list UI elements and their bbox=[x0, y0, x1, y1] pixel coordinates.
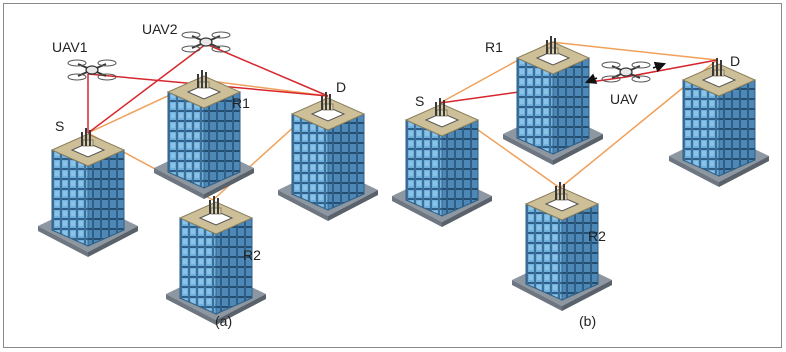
uav2-drone bbox=[181, 31, 231, 53]
label-r1-b: R1 bbox=[485, 39, 503, 55]
building-s-b bbox=[391, 97, 493, 228]
label-r2-b: R2 bbox=[588, 228, 606, 244]
building-r1-a bbox=[153, 69, 255, 200]
label-d-a: D bbox=[336, 79, 346, 95]
link-uav2-d bbox=[205, 43, 329, 97]
panel-a: UAV1 UAV2 S R1 D R2 (a) bbox=[37, 21, 379, 329]
label-r1-a: R1 bbox=[232, 95, 250, 111]
label-s-b: S bbox=[415, 93, 424, 109]
figure-frame bbox=[3, 3, 782, 348]
building-d-a bbox=[277, 91, 379, 222]
building-s-a bbox=[37, 127, 139, 258]
building-r1-b bbox=[502, 35, 604, 166]
link-uav-d bbox=[625, 59, 718, 78]
label-uav2: UAV2 bbox=[142, 21, 178, 37]
uav1-drone bbox=[67, 59, 117, 81]
label-d-b: D bbox=[730, 53, 740, 69]
move-left-arrow bbox=[584, 73, 598, 84]
label-uav: UAV bbox=[610, 91, 638, 107]
link-s-uav2 bbox=[87, 43, 207, 134]
label-r2-a: R2 bbox=[243, 247, 261, 263]
move-right-arrow bbox=[652, 61, 667, 73]
caption-b: (b) bbox=[579, 313, 596, 329]
link-r1-d-b bbox=[550, 41, 718, 61]
building-d-b bbox=[668, 57, 770, 188]
label-s-a: S bbox=[55, 118, 64, 134]
label-uav1: UAV1 bbox=[52, 39, 88, 55]
building-r2-b bbox=[511, 181, 613, 312]
caption-a: (a) bbox=[215, 313, 232, 329]
panel-b: R1 S UAV D R2 (b) bbox=[391, 35, 770, 329]
